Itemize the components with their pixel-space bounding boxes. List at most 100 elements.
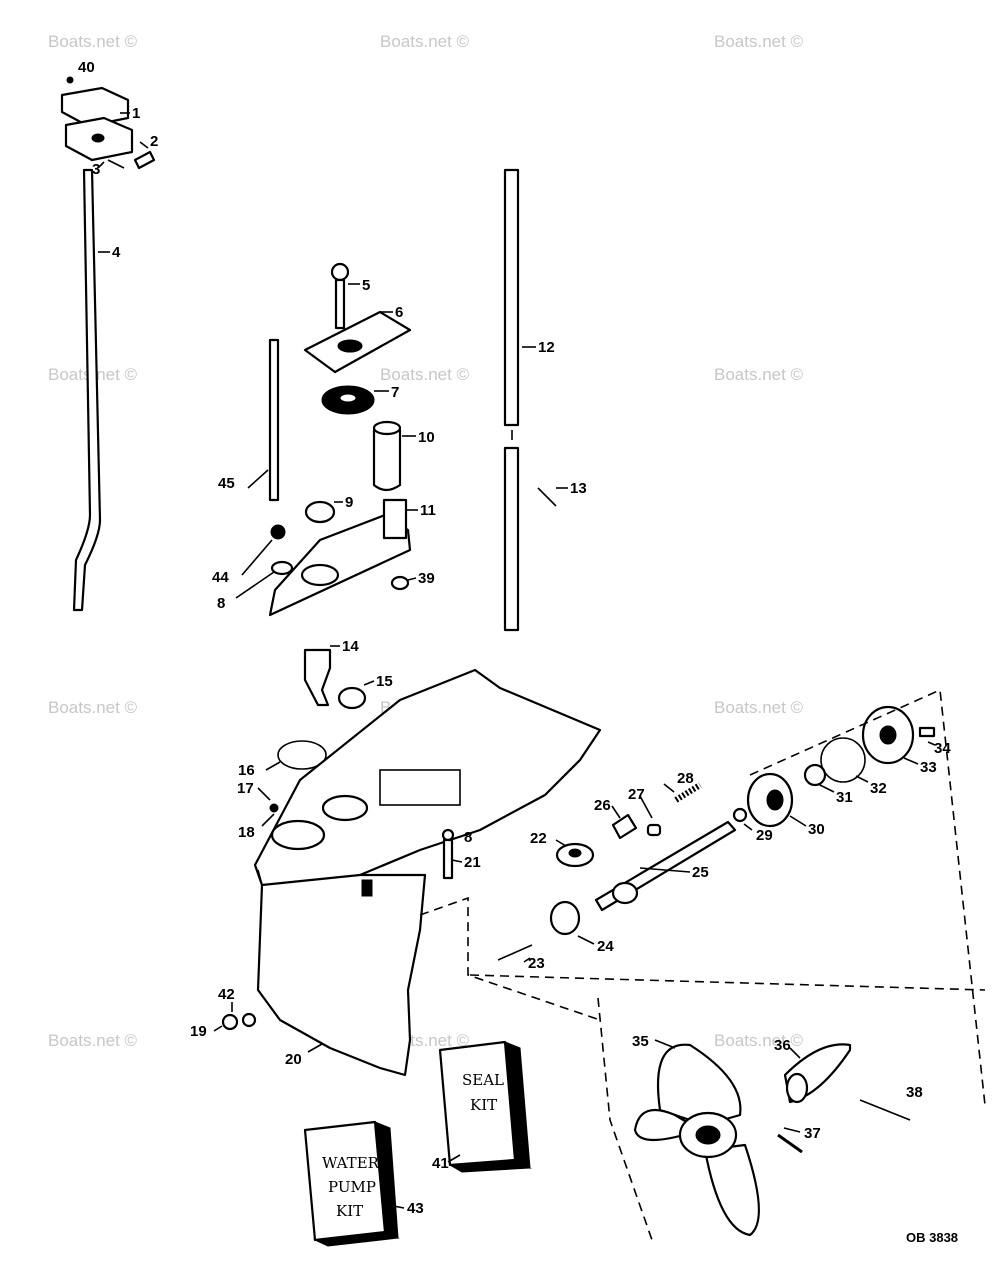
callout-38: 38 xyxy=(906,1084,923,1101)
spring xyxy=(674,782,702,803)
watermark: Boats.net © xyxy=(48,698,138,717)
impeller xyxy=(321,385,375,415)
callout-1: 1 xyxy=(132,105,140,122)
gearcase-lower xyxy=(256,873,427,1077)
pump-screw xyxy=(334,278,346,330)
retainer xyxy=(803,763,827,787)
watermark: Boats.net © xyxy=(380,365,470,384)
shift-cam xyxy=(303,648,332,707)
callout-36: 36 xyxy=(774,1037,791,1054)
callout-26: 26 xyxy=(594,797,611,814)
watermark: Boats.net © xyxy=(714,32,804,51)
bearing xyxy=(549,900,581,936)
stud xyxy=(268,338,280,502)
callout-28: 28 xyxy=(677,770,694,787)
callout-16: 16 xyxy=(238,762,255,779)
callout-43: 43 xyxy=(407,1200,424,1217)
callout-labels: 40 1 2 3 4 5 6 7 10 9 11 12 13 45 44 8 3… xyxy=(78,59,951,1217)
watermark: Boats.net © xyxy=(714,1031,804,1050)
callout-23: 23 xyxy=(528,955,545,972)
seal-kit-label-line2: KIT xyxy=(470,1096,497,1114)
callout-19: 19 xyxy=(190,1023,207,1040)
dashed-outline xyxy=(597,997,653,1241)
o-ring-large xyxy=(820,737,866,783)
seal-kit-label-line1: SEAL xyxy=(462,1071,504,1089)
vent-slots xyxy=(361,879,373,897)
callout-35: 35 xyxy=(632,1033,649,1050)
seal-kit-box: SEAL KIT xyxy=(438,1040,532,1173)
callout-42: 42 xyxy=(218,986,235,1003)
dashed-outline xyxy=(749,688,986,1106)
watermark: Boats.net © xyxy=(48,32,138,51)
callout-8-repeat: 8 xyxy=(464,829,472,846)
anode-washer xyxy=(221,1013,239,1031)
cone-bore xyxy=(785,1072,809,1104)
plate-hole xyxy=(337,339,363,353)
callout-44: 44 xyxy=(212,569,229,586)
callout-3: 3 xyxy=(92,161,100,178)
sleeve-top xyxy=(372,420,402,436)
gasket-ring xyxy=(277,740,327,770)
clamp-screw xyxy=(133,150,156,170)
shear-pin xyxy=(777,1133,803,1154)
callout-15: 15 xyxy=(376,673,393,690)
callout-37: 37 xyxy=(804,1125,821,1142)
cross-pin xyxy=(646,823,662,837)
callout-33: 33 xyxy=(920,759,937,776)
base-tube xyxy=(382,498,408,540)
callout-14: 14 xyxy=(342,638,359,655)
gearcase-screw xyxy=(442,838,454,880)
callout-34: 34 xyxy=(934,740,951,757)
small-screw xyxy=(66,76,74,84)
watermark: Boats.net © xyxy=(714,365,804,384)
drive-shaft-lower xyxy=(503,446,520,632)
cotter-pin xyxy=(859,1099,911,1121)
washer xyxy=(270,560,294,576)
nut xyxy=(270,524,286,540)
clamp-hole xyxy=(91,133,105,143)
watermark: Boats.net © xyxy=(714,698,804,717)
gearcase-cavity xyxy=(379,769,461,806)
gearcase-bore xyxy=(321,794,369,822)
callout-11: 11 xyxy=(420,502,436,519)
anode xyxy=(241,1012,257,1028)
callout-27: 27 xyxy=(628,786,645,803)
seal xyxy=(304,500,336,524)
watermarks: Boats.net © Boats.net © Boats.net © Boat… xyxy=(48,32,804,1050)
thrust-washer xyxy=(732,807,748,823)
drive-pin xyxy=(537,487,557,507)
callout-leaders xyxy=(97,112,936,1209)
callout-45: 45 xyxy=(218,475,235,492)
callout-2: 2 xyxy=(150,133,158,150)
base-bore xyxy=(300,563,340,587)
drawing-code: OB 3838 xyxy=(906,1230,958,1245)
shaft-pin xyxy=(497,944,533,961)
o-ring xyxy=(390,575,410,591)
gearcase-washer xyxy=(441,828,455,842)
callout-21: 21 xyxy=(464,854,481,871)
callout-20: 20 xyxy=(285,1051,302,1068)
shift-rod-clamp-upper xyxy=(60,86,130,128)
gearcase-housing xyxy=(253,668,602,1077)
water-pump-kit-label-line1: WATER xyxy=(322,1154,380,1172)
water-pump-kit-label-line3: KIT xyxy=(336,1202,363,1220)
water-pump-kit-label-line2: PUMP xyxy=(328,1178,376,1196)
callout-4: 4 xyxy=(112,244,121,261)
propeller-shaft-assembly xyxy=(497,705,936,961)
callout-5: 5 xyxy=(362,277,370,294)
propeller-blade xyxy=(703,1143,760,1237)
callout-22: 22 xyxy=(530,830,547,847)
dashed-outline xyxy=(419,896,601,1021)
callout-24: 24 xyxy=(597,938,614,955)
callout-17: 17 xyxy=(237,780,254,797)
callout-8: 8 xyxy=(217,595,225,612)
callout-25: 25 xyxy=(692,864,709,881)
callout-13: 13 xyxy=(570,480,587,497)
callout-39: 39 xyxy=(418,570,435,587)
callout-41: 41 xyxy=(432,1155,449,1172)
retainer-screw xyxy=(918,726,936,738)
propeller-blade xyxy=(656,1043,742,1127)
watermark: Boats.net © xyxy=(48,1031,138,1050)
oil-seal xyxy=(337,686,367,710)
